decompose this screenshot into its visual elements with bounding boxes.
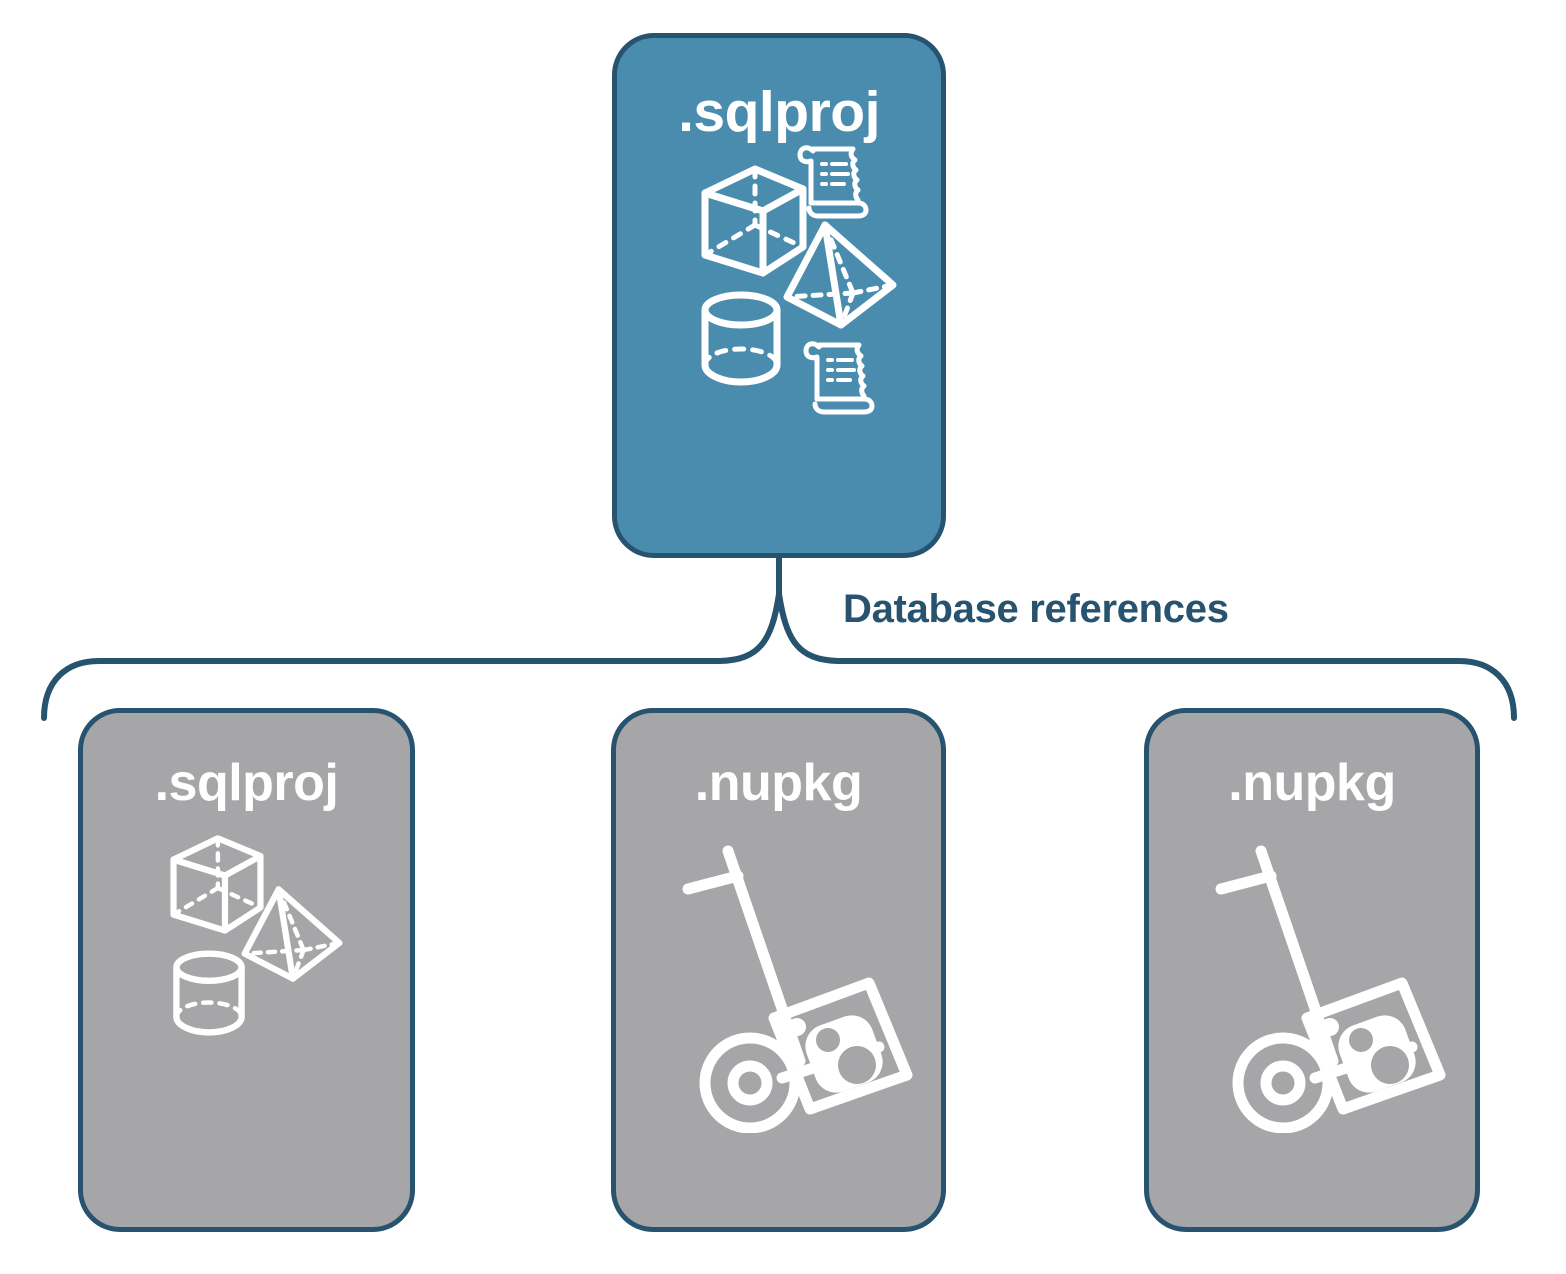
- node-sqlproj-reference-label: .sqlproj: [154, 754, 339, 812]
- brace-label: Database references: [843, 587, 1229, 631]
- node-sqlproj-main[interactable]: .sqlproj: [612, 33, 946, 558]
- node-sqlproj-reference-artwork: [83, 809, 410, 1227]
- pyramid-wireframe-icon: [241, 886, 343, 982]
- cylinder-wireframe-icon: [173, 950, 245, 1036]
- scroll-icon: [803, 341, 875, 415]
- cube-wireframe-icon: [701, 165, 807, 277]
- node-nupkg-1[interactable]: .nupkg: [611, 708, 946, 1232]
- node-nupkg-1-label: .nupkg: [694, 754, 863, 812]
- node-nupkg-2[interactable]: .nupkg: [1144, 708, 1480, 1232]
- node-nupkg-2-label: .nupkg: [1228, 754, 1396, 812]
- cylinder-wireframe-icon: [701, 291, 781, 386]
- hand-truck-icon: [682, 845, 913, 1133]
- scroll-icon: [797, 145, 869, 219]
- hand-truck-icon: [1215, 845, 1446, 1133]
- node-nupkg-1-artwork: [616, 809, 941, 1227]
- cube-wireframe-icon: [170, 835, 264, 934]
- pyramid-wireframe-icon: [783, 221, 897, 329]
- node-nupkg-2-artwork: [1149, 809, 1475, 1227]
- node-sqlproj-main-label: .sqlproj: [678, 80, 880, 144]
- node-sqlproj-main-artwork: [617, 141, 941, 553]
- node-sqlproj-reference[interactable]: .sqlproj: [78, 708, 415, 1232]
